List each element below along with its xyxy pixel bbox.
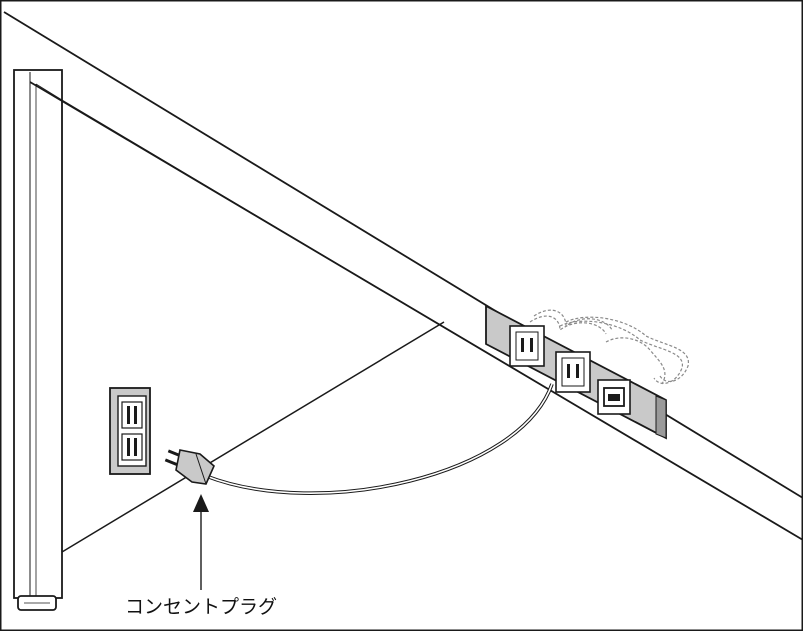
plug-callout-label: コンセントプラグ [124, 596, 277, 618]
wall-floor-line [61, 100, 445, 553]
desk-leg [13, 69, 63, 599]
leg-foot [17, 595, 57, 611]
power-cable [205, 383, 554, 495]
hidden-cable-ghost [529, 309, 689, 385]
callout-arrow [193, 494, 209, 590]
power-cable-highlight [205, 383, 553, 494]
wall-outlet [109, 387, 151, 475]
desk-power-strip [485, 304, 667, 440]
power-plug [164, 449, 215, 485]
desk-top-edge [3, 11, 803, 541]
